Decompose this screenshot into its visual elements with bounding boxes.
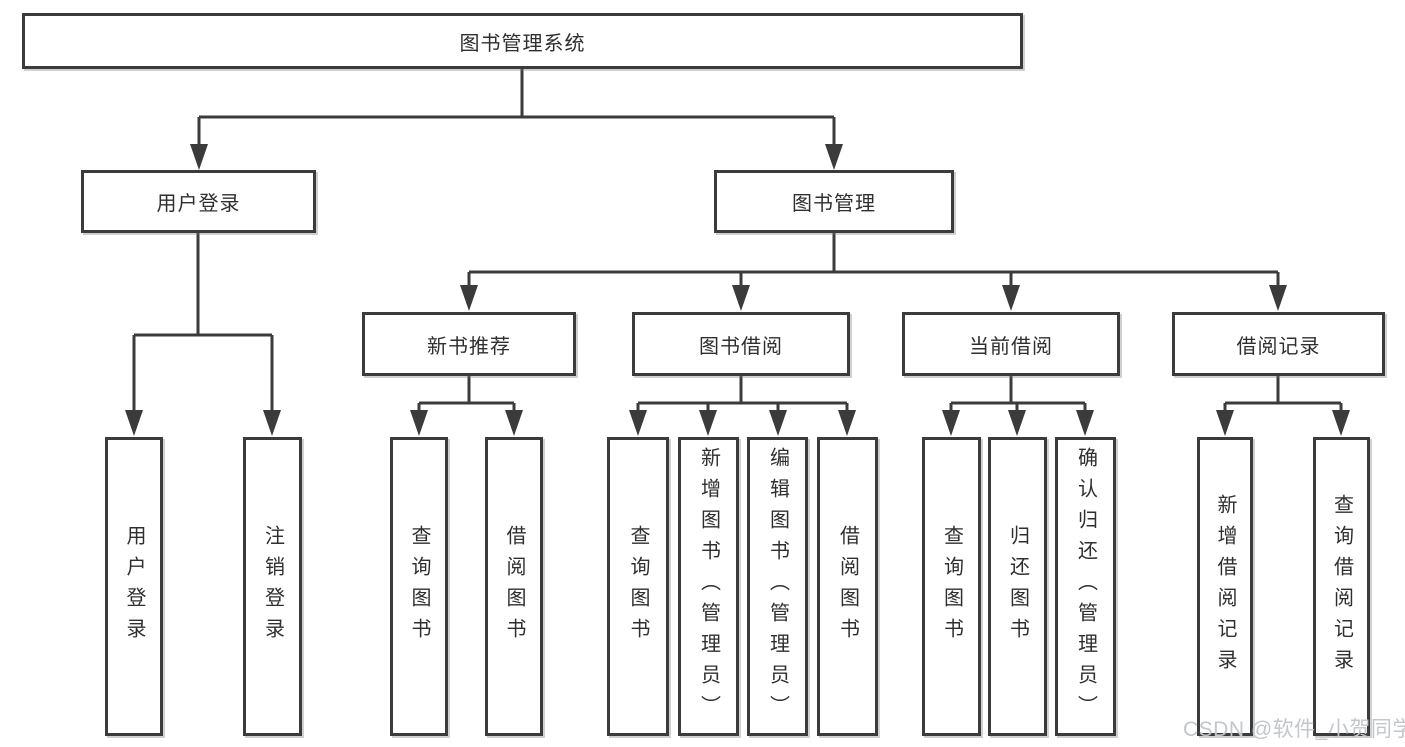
leaf-current-confirm-admin-label: 确认归还（管理员） <box>1074 447 1097 726</box>
node-borrow-records-label: 借阅记录 <box>1236 335 1321 358</box>
node-root-label: 图书管理系统 <box>459 32 586 55</box>
node-user-login: 用户登录 <box>81 170 316 233</box>
leaf-borrow-edit-admin-label: 编辑图书（管理员） <box>766 447 789 726</box>
leaf-record-query-label: 查询借阅记录 <box>1330 493 1353 680</box>
leaf-borrow-add-admin: 新增图书（管理员） <box>678 437 739 736</box>
leaf-borrow-book-label: 借阅图书 <box>836 524 859 649</box>
leaf-current-query: 查询图书 <box>922 437 981 736</box>
leaf-newbook-query-label: 查询图书 <box>408 524 430 649</box>
node-book-management-label: 图书管理 <box>792 193 876 215</box>
leaf-logout-label: 注销登录 <box>261 524 284 649</box>
node-new-book-recommend-label: 新书推荐 <box>427 335 511 358</box>
leaf-newbook-borrow: 借阅图书 <box>485 437 543 736</box>
leaf-borrow-query: 查询图书 <box>607 437 669 736</box>
node-book-management: 图书管理 <box>714 170 954 233</box>
leaf-current-return-label: 归还图书 <box>1006 524 1029 649</box>
node-current-borrow-label: 当前借阅 <box>969 335 1053 358</box>
node-borrow-records: 借阅记录 <box>1172 312 1385 376</box>
leaf-user-login: 用户登录 <box>105 437 163 736</box>
leaf-borrow-edit-admin: 编辑图书（管理员） <box>747 437 808 736</box>
leaf-newbook-query: 查询图书 <box>390 437 448 736</box>
leaf-current-return: 归还图书 <box>988 437 1047 736</box>
node-book-borrow-label: 图书借阅 <box>699 335 783 358</box>
leaf-logout: 注销登录 <box>243 437 302 736</box>
node-root: 图书管理系统 <box>22 13 1023 69</box>
node-book-borrow: 图书借阅 <box>632 312 850 376</box>
leaf-current-query-label: 查询图书 <box>940 524 963 649</box>
leaf-newbook-borrow-label: 借阅图书 <box>503 524 525 649</box>
leaf-user-login-label: 用户登录 <box>123 524 145 649</box>
leaf-record-query: 查询借阅记录 <box>1313 437 1370 736</box>
node-current-borrow: 当前借阅 <box>902 312 1120 376</box>
leaf-current-confirm-admin: 确认归还（管理员） <box>1055 437 1116 736</box>
leaf-record-add-label: 新增借阅记录 <box>1214 493 1236 680</box>
node-user-login-label: 用户登录 <box>156 193 241 215</box>
node-new-book-recommend: 新书推荐 <box>362 312 576 376</box>
leaf-borrow-add-admin-label: 新增图书（管理员） <box>697 447 720 726</box>
leaf-record-add: 新增借阅记录 <box>1197 437 1253 736</box>
leaf-borrow-query-label: 查询图书 <box>627 524 649 649</box>
csdn-watermark: CSDN @软件_小贺同学 <box>1183 718 1405 741</box>
leaf-borrow-book: 借阅图书 <box>817 437 878 736</box>
